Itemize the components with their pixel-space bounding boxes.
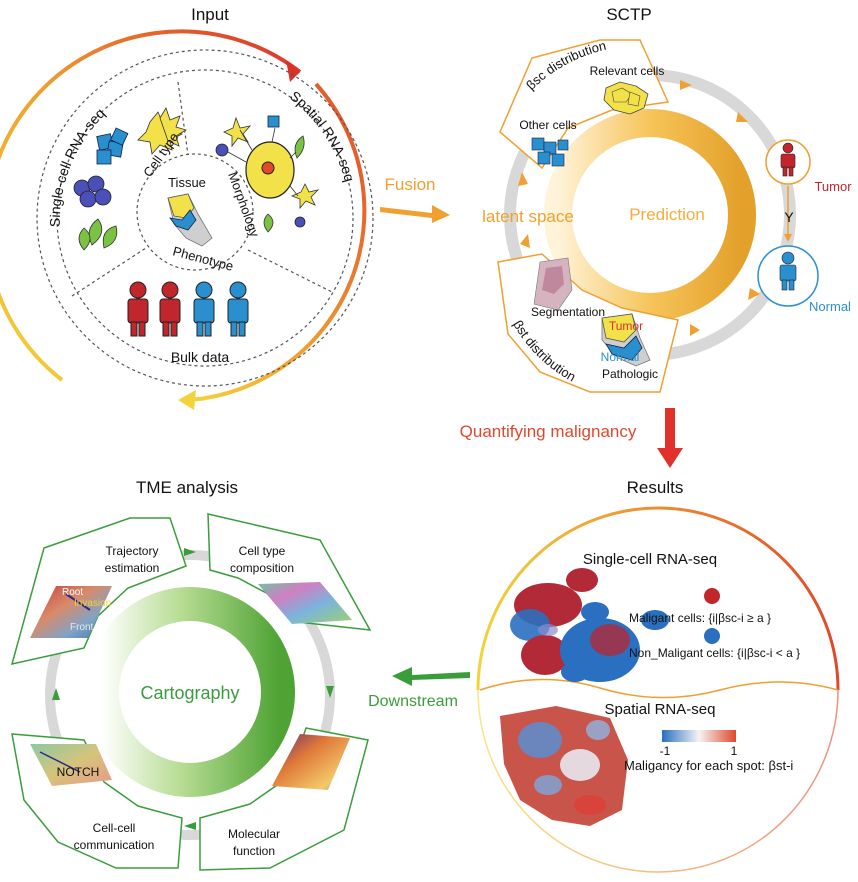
other-cells-label: Other cells: [519, 118, 576, 132]
segmentation-label: Segmentation: [531, 305, 605, 319]
input-center-dashed-circle: [136, 153, 254, 271]
tme-ring-arrow-2: [326, 686, 334, 698]
communication-label-2: communication: [74, 838, 155, 852]
divider-right: [247, 249, 333, 293]
pathologic-tissue-icon: [601, 313, 651, 367]
spatial-title: Spatial RNA-seq: [605, 701, 716, 718]
other-cells-icon: [531, 137, 569, 167]
input-title: Input: [191, 5, 229, 24]
relevant-cells-label: Relevant cells: [590, 64, 665, 78]
pathologic-tumor-label: Tumor: [609, 319, 643, 333]
results-title: Results: [627, 478, 684, 497]
input-outer-dashed-circle: [36, 49, 374, 387]
fusion-arrow: Fusion: [380, 175, 450, 223]
downstream-arrow: Downstream: [368, 667, 470, 710]
tme-title: TME analysis: [136, 478, 238, 497]
ring-arrow-3: [518, 172, 528, 186]
colorbar-max: 1: [731, 744, 738, 758]
ring-arrow-6: [690, 324, 700, 336]
y-label: Y: [784, 209, 794, 225]
cartography-label: Cartography: [140, 683, 239, 703]
bulk-data-label: Bulk data: [171, 349, 230, 365]
front-label: Front: [70, 622, 94, 633]
malignant-label: Maligant cells: {i|βsc-i ≥ a }: [629, 611, 771, 625]
cell-type-icons: [73, 107, 187, 251]
tumor-normal-arrowhead: [784, 234, 792, 242]
notch-label: NOTCH: [57, 765, 100, 779]
tumor-person-icon: [780, 142, 796, 177]
results-top-arc: [476, 506, 840, 691]
umap-scatter: [510, 568, 669, 682]
cell-type-comp-label-1: Cell type: [239, 544, 286, 558]
communication-label-1: Cell-cell: [93, 821, 136, 835]
quantifying-arrow: Quantifying malignancy: [460, 408, 683, 468]
beta-sc-sector: [499, 39, 670, 170]
non-malignant-legend-dot: [704, 628, 720, 644]
non-malignant-label: Non_Maligant cells: {i|βsc-i < a }: [629, 646, 800, 660]
sctp-panel: SCTP Prediction latent space βsc distrib…: [482, 5, 852, 393]
trajectory-label-2: estimation: [105, 561, 160, 575]
trajectory-label-1: Trajectory: [106, 544, 159, 558]
input-outer-arc-right: [189, 82, 367, 402]
ring-arrow-5: [748, 288, 760, 300]
tissue-label: Tissue: [168, 175, 206, 190]
colorbar: [662, 730, 736, 742]
normal-label: Normal: [809, 299, 851, 314]
divider-left: [71, 247, 147, 297]
tme-ring-arrow-4: [52, 688, 60, 700]
input-outer-arc-left: [0, 29, 302, 382]
composition-image: [258, 582, 352, 624]
trajectory-arrow: [65, 593, 91, 611]
input-arc-arrowhead-bottom: [178, 390, 196, 410]
molecular-image: [272, 734, 350, 790]
tme-ring-arrow-3: [184, 822, 196, 830]
morphology-icons: [215, 115, 320, 233]
divider-top: [177, 81, 189, 156]
bulk-people-icons: [127, 281, 249, 337]
ring-arrow-2: [736, 112, 748, 122]
tumor-label: Tumor: [814, 179, 852, 194]
input-inner-dashed-circle: [56, 69, 354, 367]
single-cell-title: Single-cell RNA-seq: [583, 551, 717, 568]
results-panel: Results Single-cell RNA-seq Maligant cel…: [476, 478, 840, 874]
latent-space-label: latent space: [482, 207, 574, 226]
pathologic-label: Pathologic: [602, 367, 658, 381]
quantifying-label: Quantifying malignancy: [460, 422, 637, 441]
tme-panel: TME analysis Cartography Trajectory esti…: [10, 478, 372, 871]
input-arc-arrowhead-top: [286, 60, 300, 82]
communication-arrow: [39, 751, 81, 773]
segmentation-tissue-icon: [533, 257, 573, 311]
invasion-label: Invasion: [74, 598, 111, 609]
relevant-cells-icon: [603, 81, 649, 115]
cartography-ring: [85, 587, 295, 797]
malignant-legend-dot: [704, 588, 720, 604]
root-label: Root: [62, 587, 83, 598]
pathologic-normal-label: Normal: [601, 350, 640, 364]
ring-arrow-4: [520, 234, 530, 248]
fusion-label: Fusion: [384, 175, 435, 194]
sctp-title: SCTP: [606, 5, 651, 24]
phenotype-label: Phenotype: [171, 243, 235, 274]
molecular-label-1: Molecular: [228, 827, 280, 841]
normal-person-icon: [779, 251, 797, 291]
input-panel: Input Single-cell RNA-seq Spatial RNA-se…: [0, 5, 374, 410]
communication-image: [30, 744, 112, 786]
tme-ring-arrow-1: [184, 548, 196, 556]
downstream-label: Downstream: [368, 693, 458, 710]
trajectory-image: [30, 586, 112, 638]
prediction-label: Prediction: [629, 205, 705, 224]
spatial-map: [500, 706, 628, 826]
single-cell-rna-label: Single-cell RNA-seq: [47, 105, 108, 227]
molecular-label-2: function: [233, 844, 275, 858]
cell-type-comp-label-2: composition: [230, 561, 294, 575]
spot-label: Maligancy for each spot: βst-i: [624, 758, 793, 773]
tissue-icon: [167, 193, 213, 247]
ring-arrow-1: [680, 80, 692, 90]
results-wave-divider: [479, 678, 839, 699]
colorbar-min: -1: [660, 744, 671, 758]
prediction-ring: [544, 109, 756, 321]
